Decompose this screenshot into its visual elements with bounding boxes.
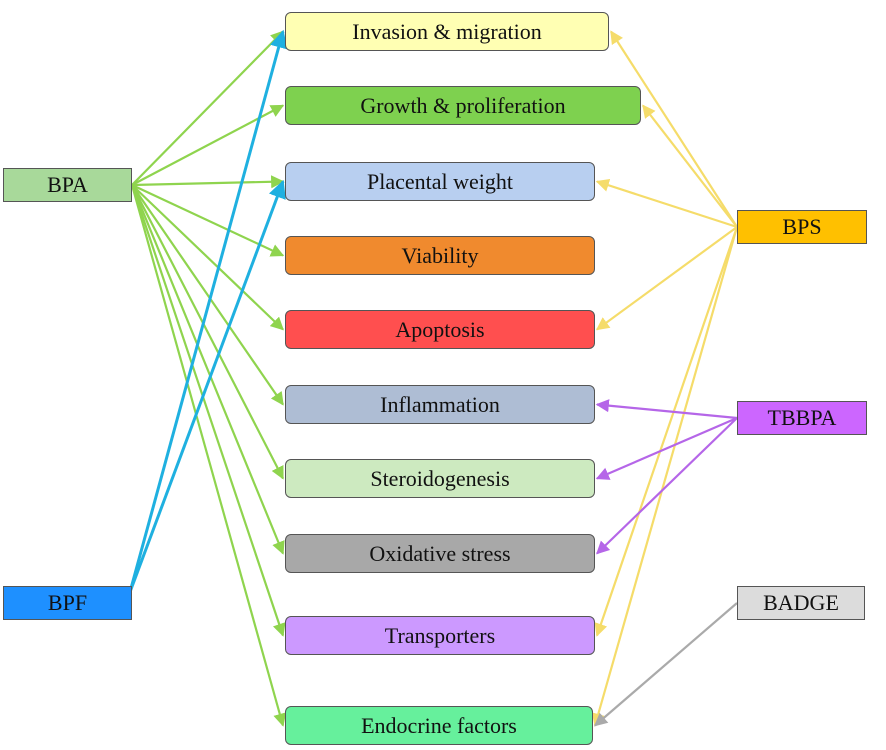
arrow-tbbpa-to-inflammation [595,399,738,420]
arrow-bps-to-apoptosis [595,226,738,331]
exposure-label: BPA [47,172,88,197]
arrow-bps-to-transporters [594,226,739,637]
outcome-apoptosis: Apoptosis [285,310,595,349]
outcome-label: Inflammation [380,391,500,417]
exposure-tbbpa: TBBPA [737,401,867,435]
arrow-bps-to-growth [642,104,738,228]
arrow-bpa-to-oxidative [130,184,285,555]
arrow-tbbpa-to-oxidative [596,417,738,555]
arrow-bpa-to-invasion [131,30,284,186]
arrow-bps-to-placental [595,178,738,229]
outcome-viability: Viability [285,236,595,275]
outcome-placental-weight: Placental weight [285,162,595,201]
arrow-bpa-to-inflammation [131,184,284,406]
outcome-endocrine-factors: Endocrine factors [285,706,593,745]
arrow-badge-to-endocrine [594,602,738,727]
outcome-label: Growth & proliferation [360,92,566,118]
outcome-transporters: Transporters [285,616,595,655]
arrow-bpa-to-placental [131,175,285,189]
exposure-label: BADGE [763,590,839,615]
outcome-invasion-migration: Invasion & migration [285,12,609,51]
outcome-label: Oxidative stress [369,540,511,566]
exposure-bps: BPS [737,210,867,244]
arrow-layer [128,29,739,727]
arrow-bpf-to-placental [128,179,286,593]
arrow-bpa-to-viability [131,184,285,257]
outcome-label: Apoptosis [395,316,485,342]
exposure-label: BPS [782,214,822,239]
outcome-label: Steroidogenesis [370,465,510,491]
exposure-badge: BADGE [737,586,865,620]
outcome-growth-proliferation: Growth & proliferation [285,86,641,125]
exposure-bpa: BPA [3,168,132,202]
outcome-inflammation: Inflammation [285,385,595,424]
arrow-bpf-to-invasion [128,29,288,593]
exposure-label: TBBPA [767,405,837,430]
outcome-label: Placental weight [366,168,513,194]
outcome-label: Endocrine factors [361,712,517,738]
arrow-bps-to-invasion [610,30,738,228]
outcome-label: Transporters [384,622,496,648]
arrow-bpa-to-transporters [130,184,286,637]
outcome-label: Viability [401,242,479,268]
outcome-label: Invasion & migration [352,18,542,44]
arrow-bps-to-endocrine [591,226,739,727]
exposure-bpf: BPF [3,586,132,620]
outcome-steroidogenesis: Steroidogenesis [285,459,595,498]
arrow-bpa-to-steroidogenesis [131,184,284,480]
outcome-oxidative-stress: Oxidative stress [285,534,595,573]
arrow-bpa-to-endocrine [130,184,287,727]
exposure-label: BPF [47,590,88,615]
arrow-tbbpa-to-steroidogenesis [595,416,738,480]
arrow-bpa-to-apoptosis [131,184,284,331]
